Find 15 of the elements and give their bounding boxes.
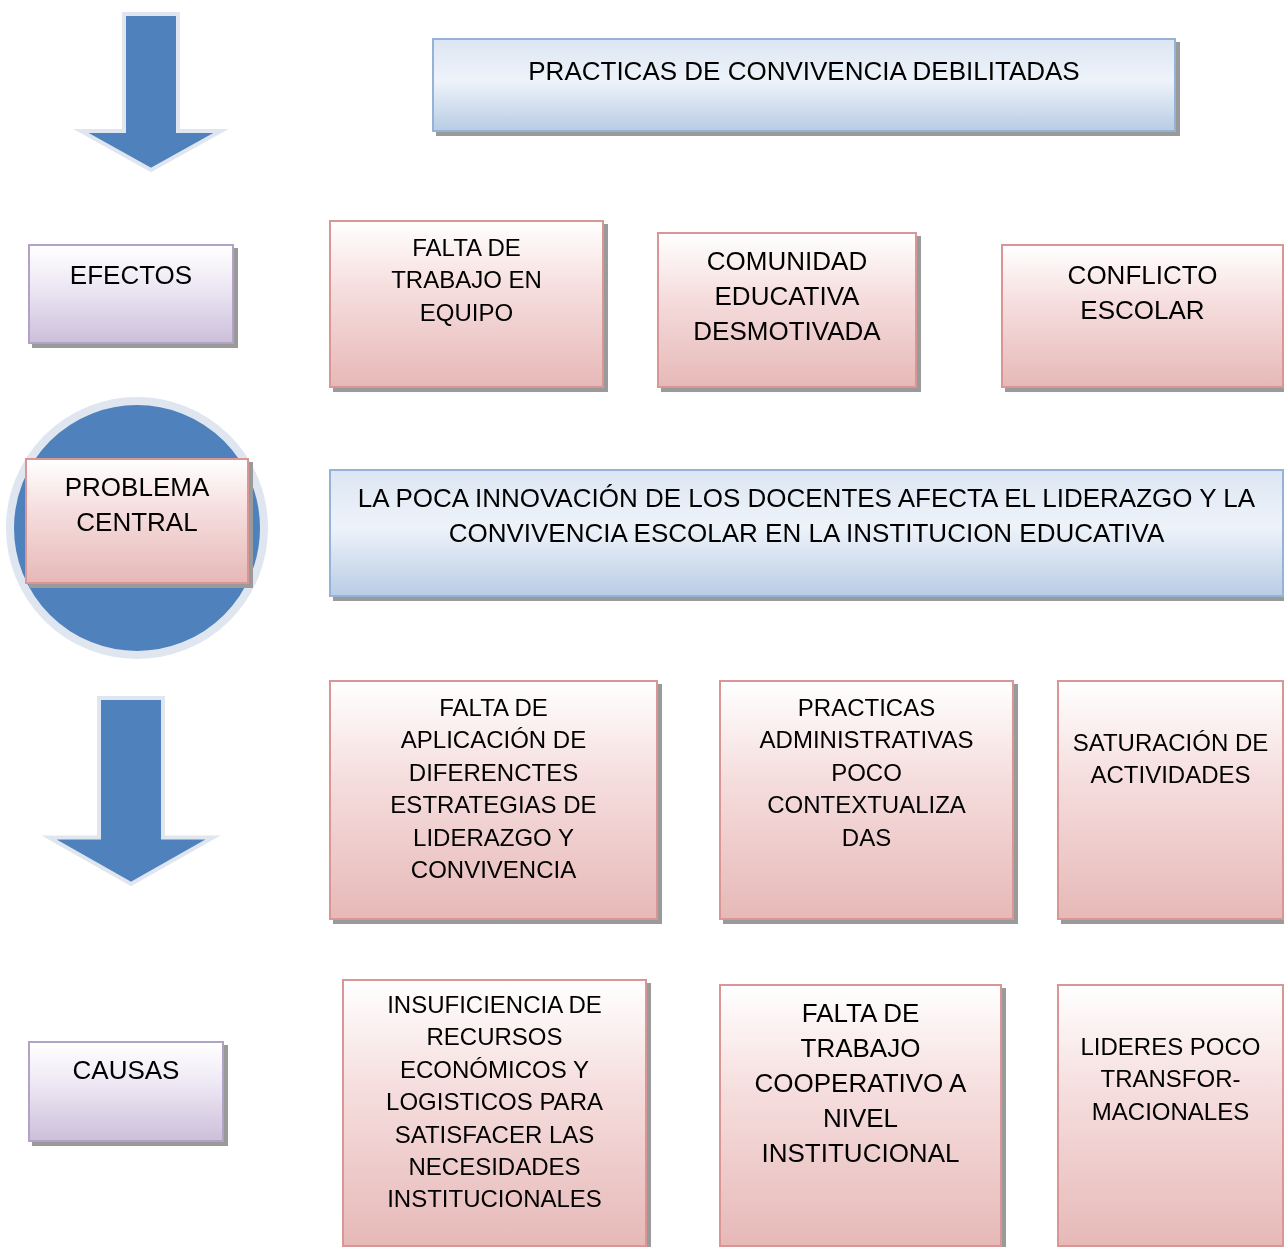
cause-effect-box bbox=[1057, 984, 1284, 1247]
box-text: CAUSAS bbox=[71, 1054, 181, 1087]
box-text: SATURACIÓN DE ACTIVIDADES bbox=[1071, 728, 1270, 791]
box-text: LA POCA INNOVACIÓN DE LOS DOCENTES AFECTA EL LIDERAZGO Y LA CONVIVENCIA ESCOLAR EN LA INSTITUCION EDUCATIVA bbox=[356, 482, 1257, 551]
box-text: COMUNIDAD EDUCATIVA DESMOTIVADA bbox=[692, 245, 882, 349]
box-text: LIDERES POCO TRANSFOR- MACIONALES bbox=[1079, 1032, 1262, 1127]
box-text: PRACTICAS ADMINISTRATIVAS POCO CONTEXTUALIZA DAS bbox=[758, 693, 975, 853]
box-text: CONFLICTO ESCOLAR bbox=[1066, 259, 1219, 328]
box-text: INSUFICIENCIA DE RECURSOS ECONÓMICOS Y LOGISTICOS PARA SATISFACER LAS NECESIDADES INSTITUCIONALES bbox=[385, 990, 604, 1215]
box-text: EFECTOS bbox=[68, 259, 194, 292]
box-text: PRACTICAS DE CONVIVENCIA DEBILITADAS bbox=[527, 55, 1081, 88]
box-text: FALTA DE TRABAJO COOPERATIVO A NIVEL INSTITUCIONAL bbox=[753, 997, 968, 1171]
box-text: FALTA DE TRABAJO EN EQUIPO bbox=[390, 233, 543, 328]
box-text: FALTA DE APLICACIÓN DE DIFERENCTES ESTRATEGIAS DE LIDERAZGO Y CONVIVENCIA bbox=[389, 693, 598, 886]
box-text: PROBLEMA CENTRAL bbox=[63, 471, 211, 540]
